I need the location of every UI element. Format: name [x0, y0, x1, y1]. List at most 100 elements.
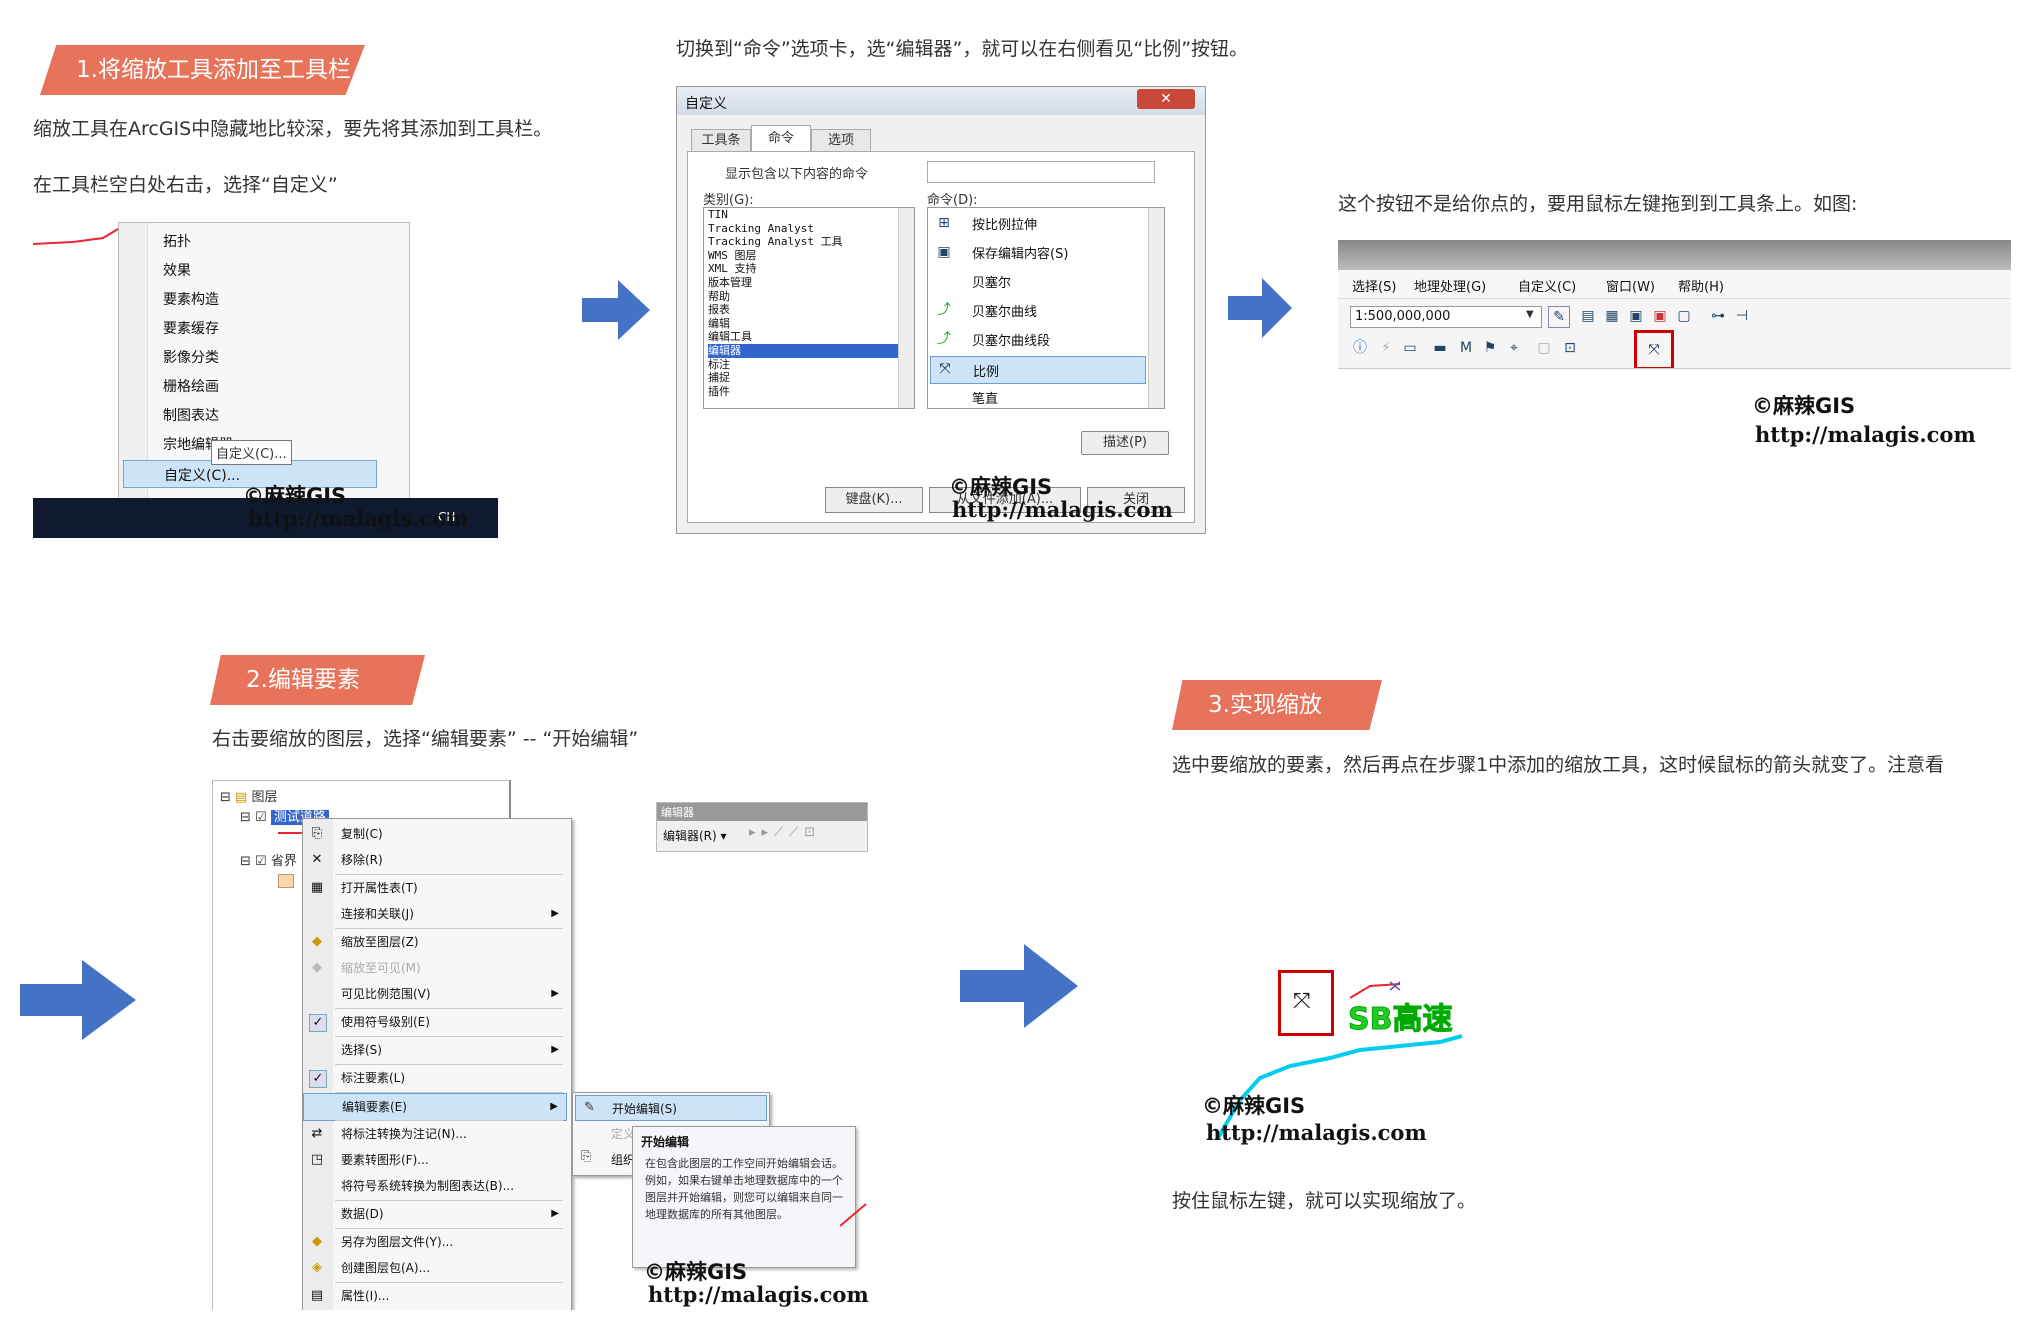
scale-icon: ⤧ — [1648, 342, 1660, 358]
check-icon: ✓ — [309, 1070, 327, 1088]
watermark-url: http://malagis.com — [248, 506, 469, 531]
command-item[interactable]: 保存编辑内容(S) — [972, 247, 1069, 262]
measure-icon[interactable]: ▬ — [1433, 340, 1447, 356]
hyperlink-icon[interactable]: ⚡ — [1381, 340, 1391, 356]
category-item[interactable]: 帮助 — [708, 289, 730, 303]
time-slider-icon[interactable]: ▢ — [1537, 340, 1551, 356]
category-item[interactable]: XML 支持 — [708, 262, 757, 276]
python-icon[interactable]: ⊣ — [1735, 308, 1749, 324]
menu-item-feature-cache[interactable]: 要素缓存 — [163, 321, 219, 337]
pencil-icon: ✎ — [584, 1100, 595, 1115]
tab-toolbars[interactable]: 工具条 — [691, 129, 751, 153]
toc-layer2-row[interactable]: ⊟ ☑ 省界 — [240, 854, 297, 869]
menu-symbol-levels[interactable]: ✓使用符号级别(E) — [303, 1009, 567, 1035]
menu-remove[interactable]: ✕移除(R) — [303, 847, 567, 873]
submenu-start-editing[interactable]: ✎ 开始编辑(S) — [575, 1095, 767, 1121]
menu-item-representation[interactable]: 制图表达 — [163, 408, 219, 424]
category-item[interactable]: 版本管理 — [708, 275, 752, 289]
identify-icon[interactable]: ⓘ — [1353, 340, 1367, 356]
menu-convert-labels[interactable]: ⇄将标注转换为注记(N)... — [303, 1121, 567, 1147]
menu-create-layer-package[interactable]: ◈创建图层包(A)... — [303, 1255, 567, 1281]
watermark-name: ©麻辣GIS — [644, 1260, 748, 1284]
category-item[interactable]: 编辑工具 — [708, 330, 752, 344]
close-icon[interactable]: ✕ — [1137, 89, 1195, 109]
command-item[interactable]: 按比例拉伸 — [972, 218, 1038, 233]
tab-options[interactable]: 选项 — [811, 129, 871, 153]
start-editing-tooltip: 开始编辑 在包含此图层的工作空间开始编辑会话。例如，如果右键单击地理数据库中的一… — [632, 1126, 856, 1268]
table-icon[interactable]: ▤ — [1581, 308, 1595, 324]
menu-data[interactable]: 数据(D)▶ — [341, 1207, 559, 1221]
menu-properties[interactable]: ▤属性(I)... — [310, 1288, 390, 1303]
dialog-titlebar: 自定义 ✕ — [677, 87, 1205, 115]
menu-edit-features[interactable]: 编辑要素(E)▶ — [303, 1093, 567, 1121]
command-filter-input[interactable] — [927, 161, 1155, 183]
red-line — [33, 225, 124, 245]
menu-selection[interactable]: 选择(S)▶ — [341, 1043, 559, 1057]
category-item[interactable]: Tracking Analyst 工具 — [708, 235, 843, 249]
command-item[interactable]: 笔直 — [972, 392, 999, 407]
catalog-icon[interactable]: ▦ — [1605, 308, 1619, 324]
menu-label-features[interactable]: ✓标注要素(L) — [303, 1065, 567, 1091]
chevron-down-icon[interactable]: ▼ — [1526, 309, 1534, 320]
command-item[interactable]: 贝塞尔 — [972, 276, 1012, 291]
category-item[interactable]: 报表 — [708, 303, 730, 317]
command-item[interactable]: 贝塞尔曲线段 — [972, 334, 1051, 349]
scale-combo[interactable]: 1:500,000,000 ▼ — [1350, 306, 1542, 328]
menu-copy[interactable]: ⎘复制(C) — [303, 821, 567, 847]
category-list[interactable]: TIN Tracking Analyst Tracking Analyst 工具… — [703, 207, 915, 409]
menu-attribute-table[interactable]: ▦打开属性表(T) — [310, 880, 418, 895]
category-item[interactable]: 插件 — [708, 384, 730, 398]
menu-joins-relates[interactable]: 连接和关联(J)▶ — [341, 907, 559, 921]
model-builder-icon[interactable]: ⊶ — [1711, 308, 1725, 324]
keyboard-button[interactable]: 键盘(K)... — [825, 487, 923, 513]
command-item-scale-selected[interactable]: ⤧ 比例 — [930, 356, 1146, 384]
menu-geoprocessing[interactable]: 地理处理(G) — [1414, 280, 1487, 295]
submenu-organize-templates[interactable]: 组织 — [611, 1153, 636, 1167]
category-item[interactable]: 标注 — [708, 357, 730, 371]
category-item[interactable]: 捕捉 — [708, 371, 730, 385]
menu-item-raster-painting[interactable]: 栅格绘画 — [163, 379, 219, 395]
scrollbar[interactable] — [898, 208, 914, 408]
editor-menu-button[interactable]: 编辑器(R) ▾ — [663, 829, 727, 843]
find-icon[interactable]: M — [1459, 340, 1473, 356]
describe-button[interactable]: 描述(P) — [1081, 431, 1169, 455]
category-item[interactable]: 编辑 — [708, 316, 730, 330]
category-item[interactable]: TIN — [708, 208, 728, 221]
menu-customize[interactable]: 自定义(C) — [1518, 280, 1577, 295]
menu-convert-symbology[interactable]: 将符号系统转换为制图表达(B)... — [341, 1179, 515, 1193]
window-icon[interactable]: ▢ — [1677, 308, 1691, 324]
menu-save-layer-file[interactable]: ◆另存为图层文件(Y)... — [303, 1229, 567, 1255]
add-from-file-button[interactable]: 从文件添加(A)... — [929, 487, 1081, 513]
category-item-editor-selected[interactable]: 编辑器 — [708, 343, 898, 358]
toolbox-icon[interactable]: ▣ — [1653, 308, 1667, 324]
menu-item-image-classification[interactable]: 影像分类 — [163, 350, 219, 366]
menu-window[interactable]: 窗口(W) — [1606, 280, 1655, 295]
toc-layer2[interactable]: 省界 — [270, 854, 297, 869]
menu-item-topology[interactable]: 拓扑 — [163, 234, 191, 250]
menu-select[interactable]: 选择(S) — [1352, 280, 1397, 295]
html-popup-icon[interactable]: ▭ — [1403, 340, 1417, 356]
search-window-icon[interactable]: ▣ — [1629, 308, 1643, 324]
menu-zoom-to-layer[interactable]: ◆缩放至图层(Z) — [303, 929, 567, 955]
dialog-close-button[interactable]: 关闭 — [1087, 487, 1185, 513]
menu-help[interactable]: 帮助(H) — [1678, 280, 1724, 295]
map-zoom-illustration: ⤧ SB高速 — [1200, 950, 1480, 1150]
menu-item-feature-construction[interactable]: 要素构造 — [163, 292, 219, 308]
command-list[interactable]: ⊞ 按比例拉伸 ▣ 保存编辑内容(S) 贝塞尔 ⤴ 贝塞尔曲线 ⤴ 贝塞尔曲线段… — [927, 207, 1165, 409]
zoom-layer-icon: ◆ — [312, 934, 322, 949]
category-item[interactable]: WMS 图层 — [708, 248, 757, 262]
menu-visible-scale-range[interactable]: 可见比例范围(V)▶ — [341, 987, 559, 1001]
viewer-icon[interactable]: ⊡ — [1564, 340, 1576, 356]
tab-commands[interactable]: 命令 — [751, 125, 811, 152]
goto-xy-icon[interactable]: ⌖ — [1510, 340, 1518, 356]
scale-tool-highlight[interactable]: ⤧ — [1634, 330, 1674, 368]
edit-tool-icon[interactable]: ✎ — [1548, 306, 1570, 328]
arrow-right-icon — [1228, 278, 1292, 338]
route-icon[interactable]: ⚑ — [1483, 340, 1497, 356]
command-item[interactable]: 贝塞尔曲线 — [972, 305, 1038, 320]
menu-item-effects[interactable]: 效果 — [163, 263, 191, 279]
menu-features-to-graphics[interactable]: ◳要素转图形(F)... — [310, 1152, 429, 1167]
show-commands-label: 显示包含以下内容的命令 — [725, 167, 869, 182]
scrollbar[interactable] — [1148, 208, 1164, 408]
category-item[interactable]: Tracking Analyst — [708, 221, 814, 235]
